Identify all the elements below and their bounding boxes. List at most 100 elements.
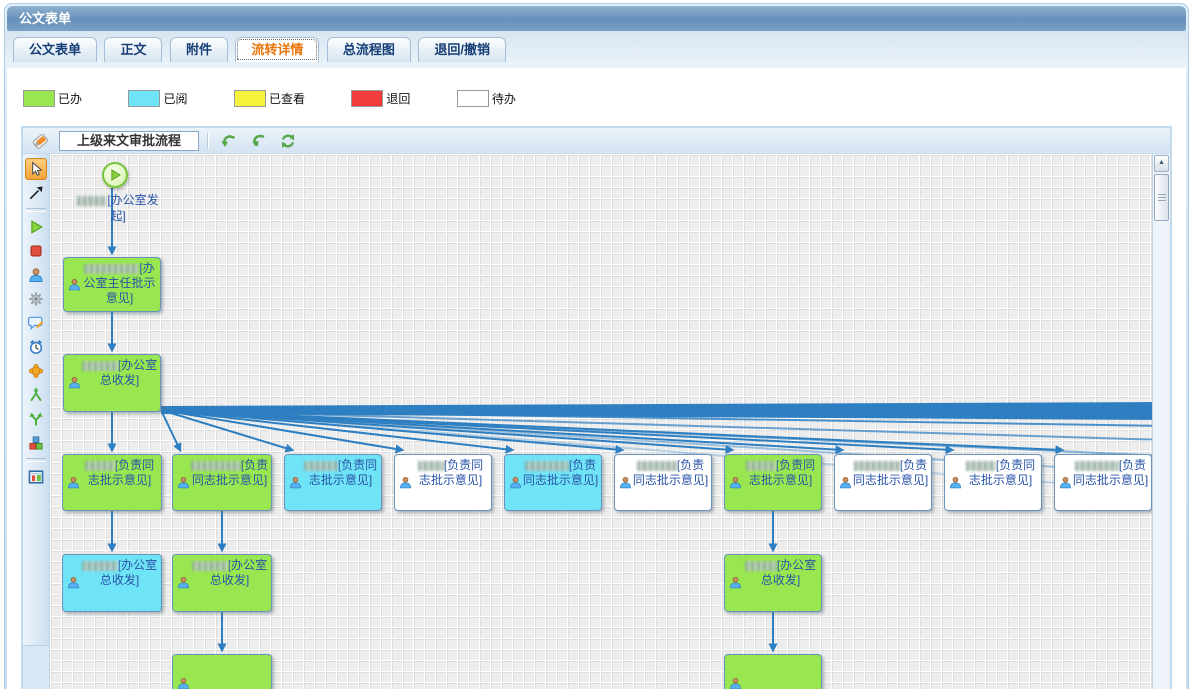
scrollbar-track[interactable]: ▲ (1152, 154, 1170, 689)
tab-attachments[interactable]: 附件 (169, 37, 228, 62)
flow-edges (107, 188, 1152, 653)
flow-node[interactable]: [办公室总收发] (724, 554, 822, 612)
scrollbar-thumb[interactable] (1154, 174, 1169, 221)
toolbar-separator (207, 132, 209, 149)
undo-icon[interactable] (217, 130, 239, 152)
scrollbar-grip (1157, 194, 1166, 201)
flow-node[interactable]: [办公室总收发] (172, 554, 272, 612)
user-icon (508, 475, 524, 491)
legend-item-viewed: 已查看 (233, 90, 305, 107)
flow-node[interactable] (172, 654, 272, 689)
flow-node[interactable]: [负责同志批示意见] (284, 454, 382, 511)
node-label: [办公室总收发] (209, 558, 268, 587)
node-label: [负责同志批示意见] (968, 458, 1036, 487)
user-task-tool[interactable] (25, 264, 47, 286)
tag-icon (29, 130, 51, 152)
start-node[interactable] (102, 162, 128, 188)
comment-tool[interactable] (25, 312, 47, 334)
node-label: [负责同志批示意见] (87, 458, 155, 487)
legend-item-returned: 退回 (351, 90, 410, 107)
legend-item-todo: 待办 (456, 90, 516, 107)
flow-node[interactable]: [负责同志批示意见] (504, 454, 602, 511)
node-label: [负责同志批示意见] (191, 458, 269, 487)
tab-return-revoke[interactable]: 退回/撤销 (418, 37, 506, 62)
tool-divider (26, 208, 46, 212)
flow-node[interactable]: [负责同志批示意见] (62, 454, 162, 511)
start-node-tool[interactable] (25, 216, 47, 238)
user-icon (728, 676, 744, 689)
pointer-tool[interactable] (25, 158, 47, 180)
auto-task-tool[interactable] (25, 288, 47, 310)
tab-body-text[interactable]: 正文 (104, 37, 163, 62)
user-icon (618, 475, 634, 491)
join-tool[interactable] (25, 384, 47, 406)
flow-node[interactable]: [办公室总收发] (62, 554, 162, 612)
node-label: [负责同志批示意见] (632, 458, 709, 487)
connector-tool[interactable] (25, 182, 47, 204)
node-label: [办公室总收发] (760, 558, 817, 587)
legend-swatch-read (128, 90, 161, 107)
plugin-tool[interactable] (25, 360, 47, 382)
flow-node[interactable]: [负责同志批示意见] (1054, 454, 1152, 511)
user-icon (288, 475, 304, 491)
tool-column (23, 154, 50, 689)
tab-form[interactable]: 公文表单 (13, 37, 98, 62)
flow-node[interactable]: [办公室总收发] (63, 354, 161, 412)
node-label: [负责同志批示意见] (852, 458, 929, 487)
legend-swatch-viewed (233, 90, 266, 107)
user-icon (1058, 475, 1074, 491)
flow-canvas[interactable]: [办公室发起] [办公室主任批示意见] [办公室总收发] [负责同志批示意见] [负责同… (50, 154, 1152, 689)
node-label: [负责同志批示意见] (522, 458, 599, 487)
flow-node[interactable]: [负责同志批示意见] (394, 454, 492, 511)
user-icon (176, 676, 192, 689)
legend-item-done: 已办 (23, 90, 82, 107)
flow-node[interactable]: [负责同志批示意见] (724, 454, 822, 511)
user-icon (728, 475, 744, 491)
user-icon (728, 575, 744, 591)
window-title: 公文表单 (19, 11, 72, 26)
user-icon (948, 475, 964, 491)
tool-divider (26, 458, 46, 462)
flow-node[interactable]: [负责同志批示意见] (614, 454, 712, 511)
redo-icon[interactable] (247, 130, 269, 152)
user-icon (66, 475, 82, 491)
tab-content: 已办 已阅 已查看 退回 待办 上级来文审批流程 (7, 68, 1186, 689)
node-label: [办公室总收发] (99, 558, 158, 587)
flow-panel: 上级来文审批流程 (21, 126, 1172, 689)
report-tool[interactable] (25, 466, 47, 488)
flow-node[interactable] (724, 654, 822, 689)
subprocess-tool[interactable] (25, 432, 47, 454)
tab-overall-flowchart[interactable]: 总流程图 (326, 37, 411, 62)
node-label: [负责同志批示意见] (748, 458, 816, 487)
legend-item-read: 已阅 (128, 90, 187, 107)
user-icon (176, 575, 192, 591)
split-tool[interactable] (25, 408, 47, 430)
user-icon (838, 475, 854, 491)
node-label: [负责同志批示意见] (1072, 458, 1149, 487)
flow-node[interactable]: [负责同志批示意见] (944, 454, 1042, 511)
flow-node[interactable]: [负责同志批示意见] (172, 454, 272, 511)
start-node-label: [办公室发起] (70, 192, 166, 224)
flow-title-box[interactable]: 上级来文审批流程 (59, 130, 199, 151)
user-icon (176, 475, 192, 491)
legend-swatch-done (23, 90, 55, 107)
flow-toolbar: 上级来文审批流程 (23, 128, 1170, 154)
node-label: [办公室总收发] (99, 358, 158, 387)
tab-strip: 公文表单 正文 附件 流转详情 总流程图 退回/撤销 (5, 31, 1188, 71)
user-icon (67, 277, 83, 293)
window-titlebar: 公文表单 (7, 6, 1186, 31)
node-label: [负责同志批示意见] (418, 458, 484, 487)
flow-node[interactable]: [负责同志批示意见] (834, 454, 932, 511)
tab-flow-detail[interactable]: 流转详情 (235, 37, 320, 62)
flow-body: [办公室发起] [办公室主任批示意见] [办公室总收发] [负责同志批示意见] [负责同… (23, 154, 1170, 689)
end-node-tool[interactable] (25, 240, 47, 262)
node-label: [负责同志批示意见] (308, 458, 378, 487)
user-icon (398, 475, 414, 491)
refresh-icon[interactable] (277, 130, 299, 152)
flow-node[interactable]: [办公室主任批示意见] (63, 257, 161, 312)
timer-tool[interactable] (25, 336, 47, 358)
status-legend: 已办 已阅 已查看 退回 待办 (7, 68, 1186, 126)
user-icon (67, 375, 83, 391)
scrollbar-up-button[interactable]: ▲ (1154, 155, 1169, 172)
